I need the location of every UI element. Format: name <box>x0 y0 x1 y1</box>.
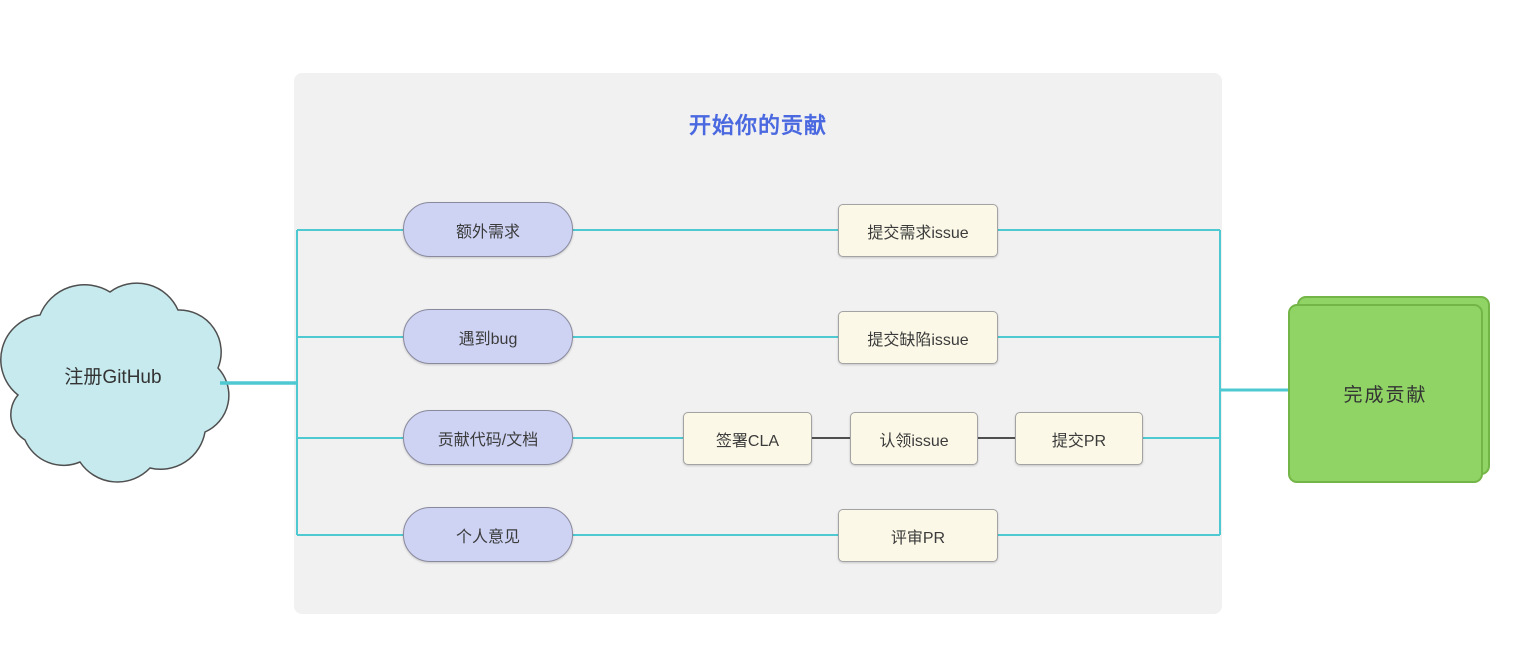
node-label: 个人意见 <box>455 528 520 546</box>
node-label: 完成贡献 <box>1343 385 1428 406</box>
node-submit-pr: 提交PR <box>1015 412 1143 465</box>
node-label: 签署CLA <box>715 432 780 450</box>
node-register-github: 注册GitHub <box>64 367 162 388</box>
node-label: 额外需求 <box>455 223 520 241</box>
node-review-pr: 评审PR <box>838 509 998 562</box>
node-label: 提交需求issue <box>867 224 969 242</box>
node-sign-cla: 签署CLA <box>683 412 812 465</box>
node-claim-issue: 认领issue <box>850 412 978 465</box>
teal-connectors <box>220 229 1290 536</box>
node-found-bug: 遇到bug <box>403 309 573 364</box>
node-submit-requirement-issue: 提交需求issue <box>838 204 998 257</box>
diagram-title: 开始你的贡献 <box>688 113 827 138</box>
node-personal-opinion: 个人意见 <box>403 507 573 562</box>
node-label: 评审PR <box>890 529 946 547</box>
node-label: 认领issue <box>879 432 949 450</box>
cloud-shape <box>0 282 230 483</box>
node-submit-defect-issue: 提交缺陷issue <box>838 311 998 364</box>
node-extra-requirement: 额外需求 <box>403 202 573 257</box>
node-label: 提交缺陷issue <box>867 331 969 349</box>
node-label: 提交PR <box>1051 432 1107 450</box>
node-contribute-code-docs: 贡献代码/文档 <box>403 410 573 465</box>
node-label: 遇到bug <box>458 330 518 348</box>
node-label: 贡献代码/文档 <box>437 431 539 449</box>
node-finish-contribution: 完成贡献 <box>1288 304 1483 483</box>
